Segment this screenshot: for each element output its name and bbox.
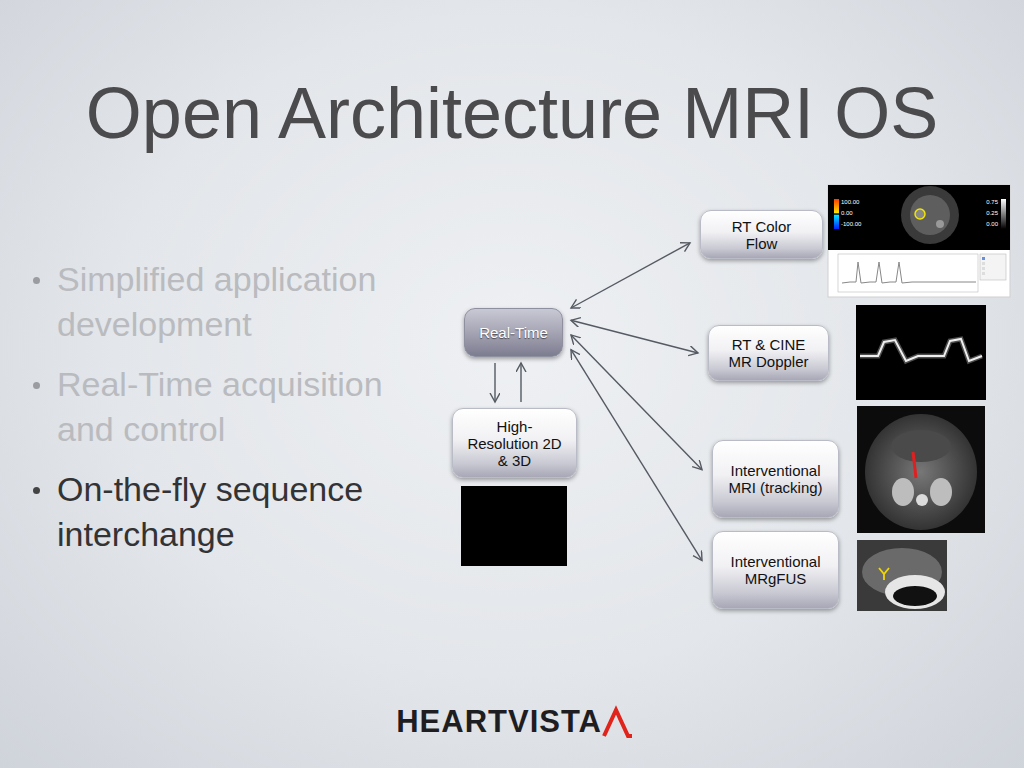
box-text-group: Real-Time: [479, 324, 548, 341]
bullet-dot: [33, 382, 40, 389]
box-text-group: RT & CINE MR Doppler: [721, 336, 817, 370]
scale-value: 0.25: [986, 209, 998, 217]
doppler-image: [856, 305, 986, 400]
box-label: Interventional MRI (tracking): [721, 462, 831, 496]
mrgfus-image: [857, 540, 947, 611]
box-text-group: Interventional MRI (tracking): [721, 462, 831, 496]
scale-value: 100.00: [841, 198, 859, 206]
scale-value: 0.00: [841, 209, 853, 217]
box-text-group: RT Color Flow: [720, 218, 804, 252]
bullet-item: On-the-fly sequence interchange: [33, 467, 442, 557]
process-box: RT & CINE MR Doppler: [708, 325, 829, 381]
scale-value: 0.00: [986, 220, 998, 228]
box-label: Real-Time: [479, 324, 548, 341]
scale-value: -100.00: [841, 220, 861, 228]
connector-arrow: [571, 320, 698, 353]
scale-value: 0.75: [986, 198, 998, 206]
box-text-group: Interventional MRgFUS: [721, 553, 831, 587]
box-label: RT Color Flow: [720, 218, 804, 252]
connector-arrow: [571, 335, 702, 470]
bullet-dot: [33, 277, 40, 284]
box-label: High- Resolution 2D & 3D: [463, 418, 567, 469]
process-box: RT Color Flow: [700, 210, 823, 259]
bullet-item: Real-Time acquisition and control: [33, 362, 442, 452]
bullet-dot: [33, 487, 40, 494]
connector-arrow: [520, 363, 521, 402]
process-box: High- Resolution 2D & 3D: [452, 408, 577, 478]
connector-arrow: [494, 363, 495, 402]
bullet-text: On-the-fly sequence interchange: [57, 467, 442, 557]
hires-image: [461, 486, 567, 566]
box-label: RT & CINE MR Doppler: [721, 336, 817, 370]
process-box: Interventional MRgFUS: [712, 531, 839, 609]
bullet-text: Simplified application development: [57, 257, 442, 347]
logo-text: HEARTVISTA: [390, 704, 602, 740]
slide-title: Open Architecture MRI OS: [0, 72, 1024, 154]
connector-arrow: [571, 350, 702, 561]
box-label: Interventional MRgFUS: [721, 553, 831, 587]
tracking-image: [857, 406, 985, 533]
bullet-text: Real-Time acquisition and control: [57, 362, 442, 452]
logo-mark: [604, 710, 632, 736]
process-box: Interventional MRI (tracking): [712, 440, 839, 518]
color-flow-image: [828, 185, 1010, 297]
bullet-item: Simplified application development: [33, 257, 442, 347]
connector-arrow: [571, 243, 690, 308]
box-text-group: High- Resolution 2D & 3D: [463, 418, 567, 469]
process-box: Real-Time: [464, 308, 563, 357]
